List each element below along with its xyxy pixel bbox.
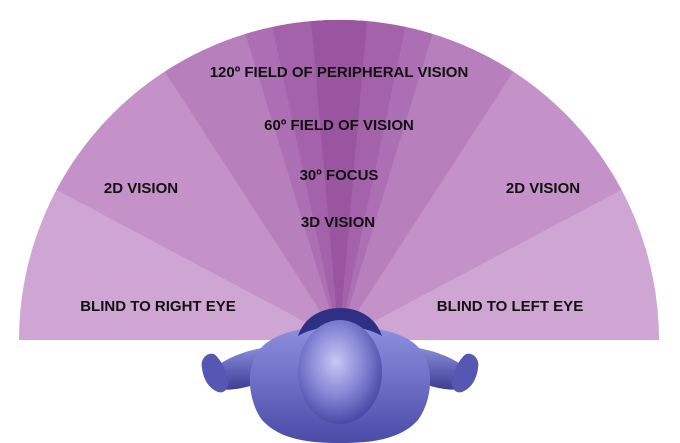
blind-left-eye-label: BLIND TO LEFT EYE [437,298,583,315]
2d-vision-right-label: 2D VISION [506,180,580,197]
left-hand-icon [201,353,229,393]
right-hand-icon [451,353,479,393]
vision-sectors [19,19,659,341]
blind-right-eye-label: BLIND TO RIGHT EYE [80,298,236,315]
field-60-label: 60º FIELD OF VISION [264,117,414,134]
focus-30-label: 30º FOCUS [300,167,379,184]
head [298,320,382,424]
person-figure-top-view [201,308,479,443]
3d-vision-sector [311,19,367,341]
2d-vision-left-label: 2D VISION [104,180,178,197]
3d-vision-label: 3D VISION [301,214,375,231]
peripheral-vision-label: 120º FIELD OF PERIPHERAL VISION [210,64,469,81]
